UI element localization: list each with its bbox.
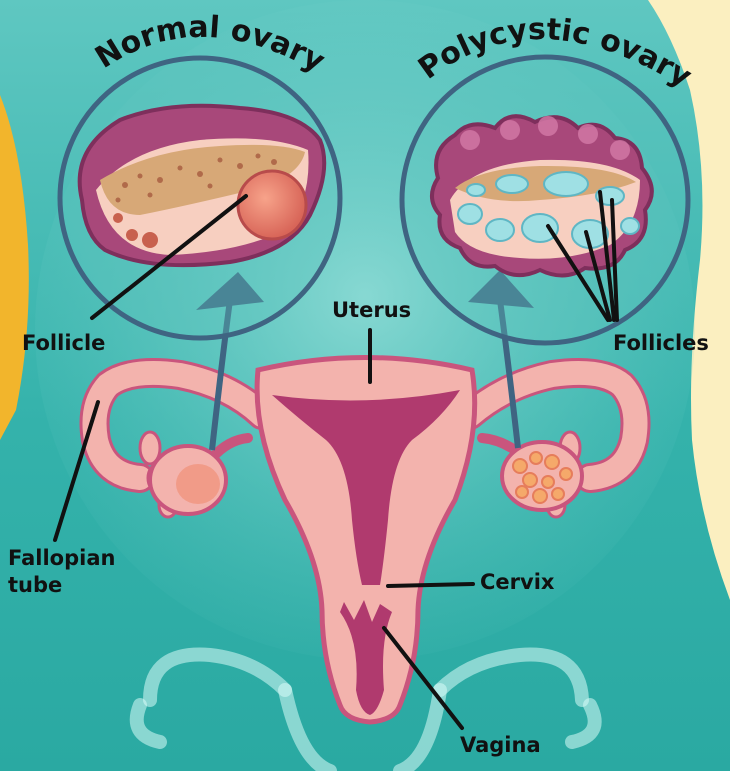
label-follicles: Follicles xyxy=(613,330,709,357)
left-ovary-small xyxy=(150,446,226,514)
label-vagina: Vagina xyxy=(460,732,541,759)
label-fallopian-line2: tube xyxy=(8,572,115,599)
normal-ovary-detail xyxy=(80,106,325,265)
label-fallopian-tube: Fallopian tube xyxy=(8,545,115,599)
label-uterus: Uterus xyxy=(332,297,411,324)
label-cervix: Cervix xyxy=(480,569,554,596)
polycystic-ovary-detail xyxy=(432,116,652,276)
right-ovary-small xyxy=(502,442,582,510)
label-fallopian-line1: Fallopian xyxy=(8,545,115,572)
label-follicle: Follicle xyxy=(22,330,105,357)
normal-follicle xyxy=(238,171,306,239)
